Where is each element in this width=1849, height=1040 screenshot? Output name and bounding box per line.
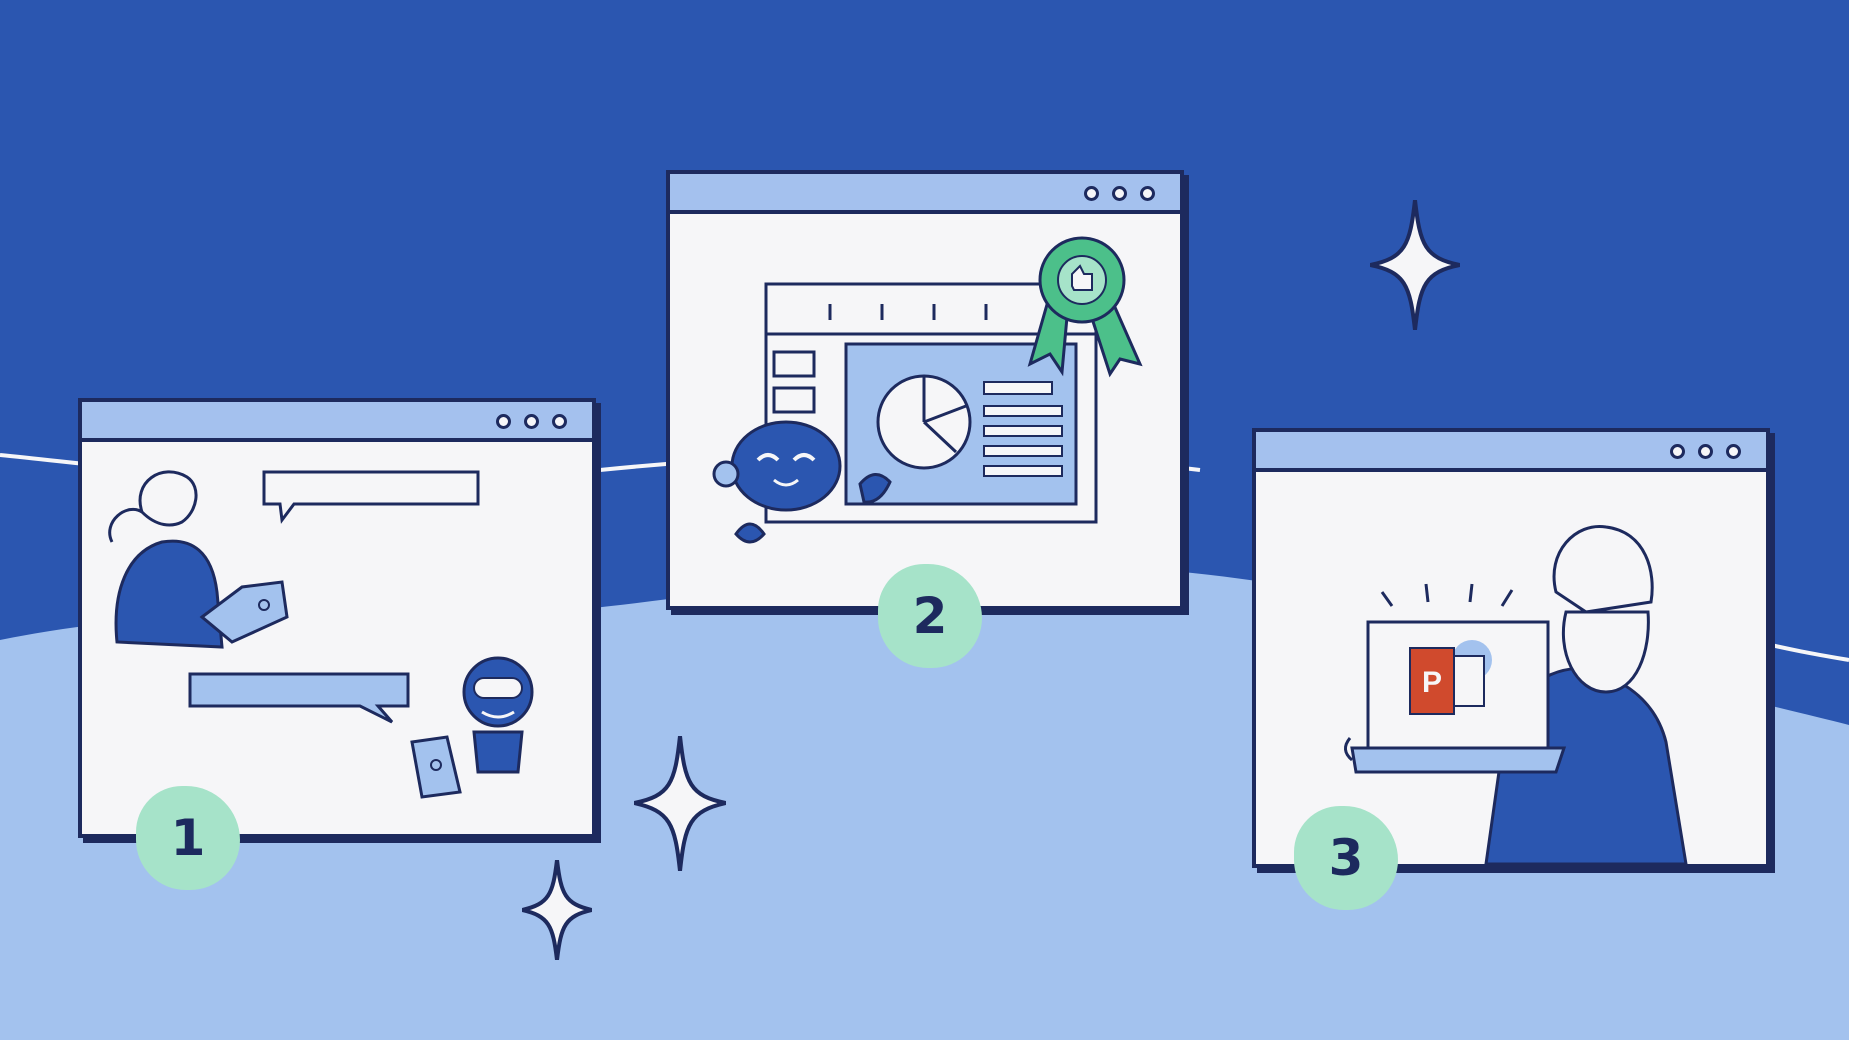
robot-icon: [462, 656, 534, 774]
sparkle-icon: [522, 860, 592, 960]
window-title-bar: [670, 174, 1180, 214]
laptop-icon: [199, 580, 289, 644]
robot-icon: [712, 420, 892, 544]
step-2-window: [666, 170, 1184, 610]
step-badge: 1: [136, 786, 240, 890]
speech-bubble-icon: [262, 470, 480, 524]
step-3-window: P: [1252, 428, 1770, 868]
laptop-icon: [410, 735, 462, 799]
step-badge: 3: [1294, 806, 1398, 910]
window-control-circle-icon: [496, 414, 511, 429]
award-badge-icon: [1027, 236, 1143, 378]
window-control-circle-icon: [1084, 186, 1099, 201]
window-control-circle-icon: [552, 414, 567, 429]
excitement-lines: [1380, 583, 1514, 607]
window-control-circle-icon: [1140, 186, 1155, 201]
person-chatting-with-robot-illustration: [108, 470, 534, 799]
robot-building-slide-with-award-illustration: [712, 236, 1143, 544]
window-content: [82, 442, 592, 834]
window-control-circle-icon: [1112, 186, 1127, 201]
person-holding-laptop-illustration: P: [1344, 524, 1688, 866]
window-control-circle-icon: [1670, 444, 1685, 459]
robot-hand-icon: [858, 473, 892, 504]
window-content: P: [1256, 472, 1766, 866]
powerpoint-icon: [1409, 647, 1455, 715]
window-control-circle-icon: [524, 414, 539, 429]
step-badge: 2: [878, 564, 982, 668]
person-icon: [108, 470, 224, 649]
powerpoint-letter: P: [1422, 666, 1442, 699]
window-title-bar: [1256, 432, 1766, 472]
thumbs-up-icon: [1071, 264, 1093, 291]
sparkle-icon: [634, 736, 726, 871]
robot-hand-icon: [734, 522, 766, 544]
window-content: [670, 214, 1180, 606]
sparkle-icon: [1370, 200, 1460, 330]
window-control-circle-icon: [1698, 444, 1713, 459]
window-control-circle-icon: [1726, 444, 1741, 459]
step-1-window: [78, 398, 596, 838]
reply-bubble-icon: [188, 672, 410, 724]
turban-icon: [1552, 524, 1654, 614]
laptop-icon: P: [1344, 620, 1567, 774]
window-title-bar: [82, 402, 592, 442]
